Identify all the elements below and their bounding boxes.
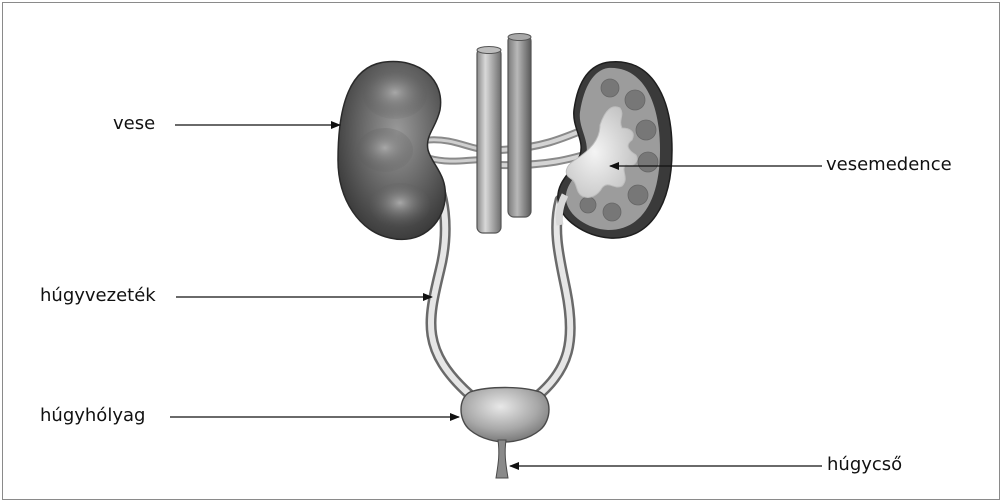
- left-kidney: [338, 62, 445, 240]
- label-vese: vese: [113, 114, 155, 134]
- urethra: [496, 440, 508, 478]
- vena-cava: [477, 48, 501, 233]
- label-hugycso: húgycső: [827, 455, 902, 475]
- label-hugyholyag: húgyhólyag: [40, 406, 145, 426]
- label-vesemedence: vesemedence: [826, 155, 952, 175]
- aorta: [508, 35, 531, 217]
- label-hugyvezetek: húgyvezeték: [40, 286, 156, 306]
- right-kidney: [558, 62, 672, 238]
- bladder: [461, 388, 549, 443]
